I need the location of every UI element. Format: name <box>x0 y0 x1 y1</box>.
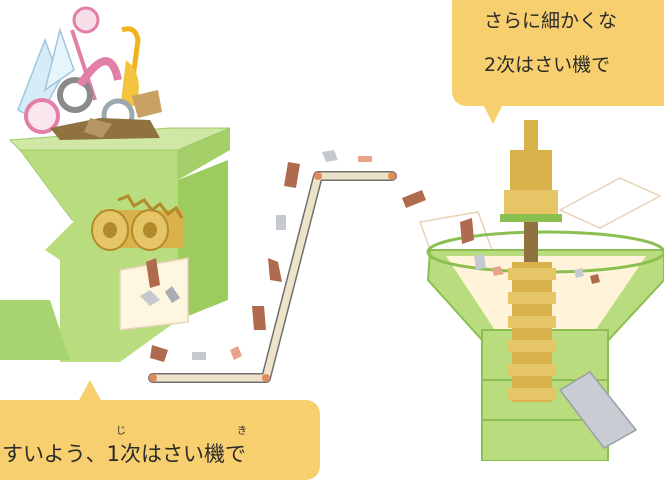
callout-top-line1: さらに細かくな <box>484 10 618 32</box>
crushing-process-illustration <box>0 6 664 461</box>
output-chute <box>558 371 638 449</box>
secondary-crusher <box>418 120 664 461</box>
ruby-ki: き <box>237 426 247 437</box>
callout-primary-crusher: じ き すいよう、1次はさい機で <box>0 380 320 480</box>
callout-bottom-text: すいよう、1次はさい機で <box>2 442 246 466</box>
spindle-top <box>510 150 552 190</box>
ruby-ji: じ <box>116 426 126 437</box>
primary-crusher <box>0 6 231 362</box>
crusher-body-side <box>178 160 228 320</box>
crusher-rollers <box>91 194 184 251</box>
callout-top-tail <box>482 102 504 124</box>
hopper-side <box>178 128 230 180</box>
callout-bottom-tail <box>78 380 102 402</box>
junk-pile <box>17 6 162 140</box>
callout-secondary-crusher: さらに細かくな 2次はさい機で <box>452 0 664 124</box>
conveyor-belt <box>148 171 397 383</box>
crushing-cone <box>508 262 556 402</box>
rubble-pieces <box>150 150 426 362</box>
crusher-leg <box>0 300 70 360</box>
callout-top-line2: 2次はさい機で <box>484 54 611 76</box>
